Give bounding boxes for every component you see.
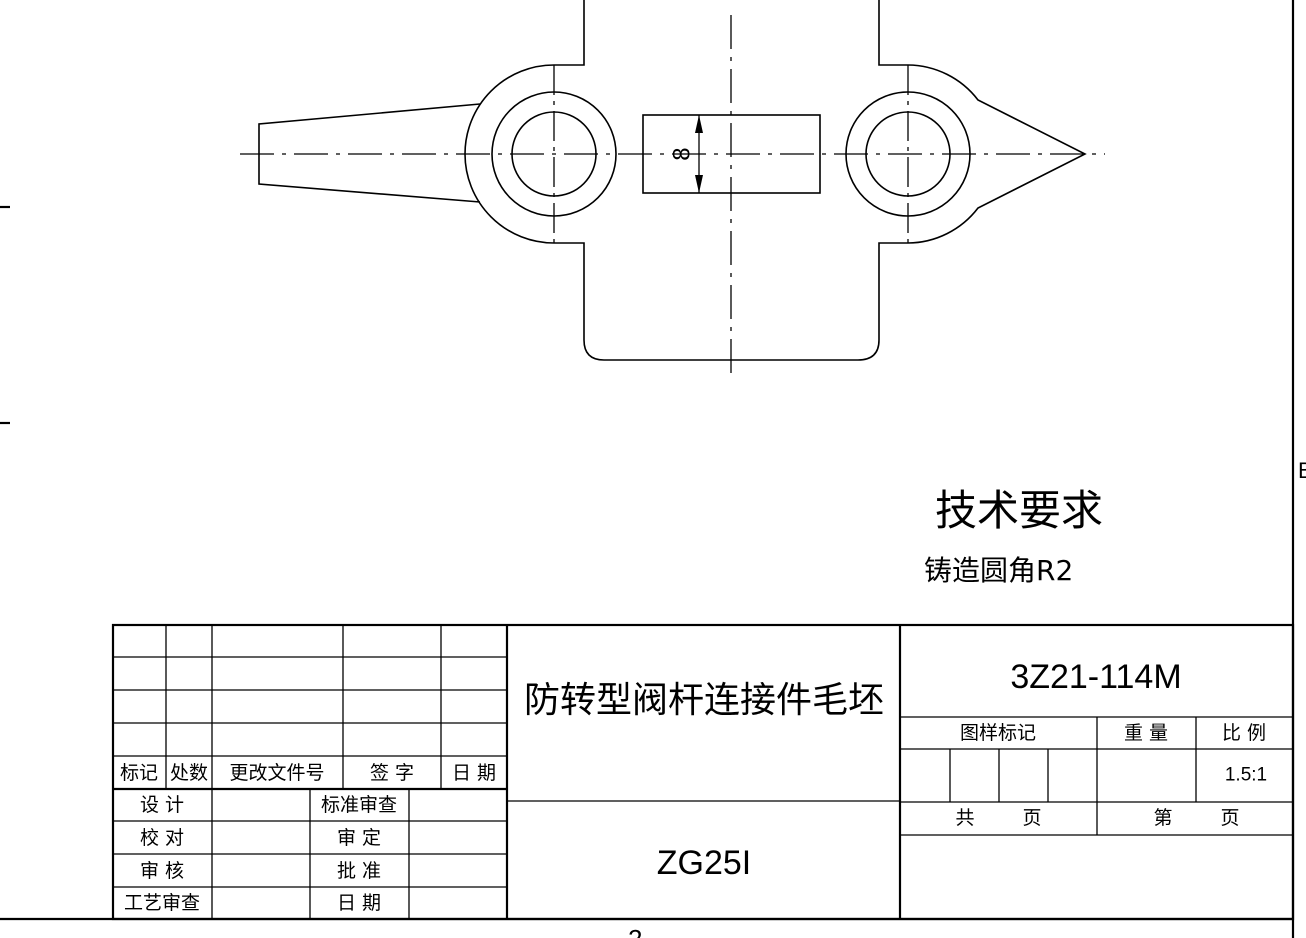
dimension-slot-width: 8	[669, 115, 703, 193]
scale-label: 比 例	[1222, 722, 1266, 744]
page-label: 页	[1220, 807, 1239, 829]
rev-header-sign: 签 字	[370, 762, 414, 784]
title-block	[111, 623, 1295, 921]
signoff-standard: 标准审查	[321, 794, 397, 816]
tech-req-note: 铸造圆角R2	[924, 554, 1073, 587]
centerlines	[240, 15, 1105, 376]
zone-number: 2	[628, 924, 642, 938]
rev-header-mark: 标记	[120, 762, 158, 784]
signoff-approve-def: 审 定	[337, 827, 381, 849]
zone-letter: B	[1298, 458, 1306, 483]
part-outline	[258, 0, 1087, 361]
total-pages-label: 共	[955, 807, 974, 829]
sample-mark-label: 图样标记	[960, 722, 1036, 744]
pages-label: 页	[1022, 807, 1041, 829]
weight-label: 重 量	[1124, 722, 1168, 744]
dimension-text: 8	[669, 147, 696, 160]
rev-header-count: 处数	[170, 762, 208, 784]
scale-value: 1.5:1	[1225, 765, 1267, 786]
tech-req-title: 技术要求	[935, 486, 1103, 535]
page-no-label: 第	[1153, 807, 1172, 829]
rev-header-date: 日 期	[452, 762, 496, 784]
drawing-number: 3Z21-114M	[1010, 658, 1181, 696]
signoff-approve: 批 准	[337, 860, 381, 882]
signoff-check: 校 对	[140, 827, 184, 849]
material: ZG25I	[657, 844, 751, 882]
part-name: 防转型阀杆连接件毛坯	[524, 680, 884, 721]
signoff-process: 工艺审查	[124, 892, 200, 914]
signoff-design: 设 计	[140, 794, 184, 816]
signoff-review: 审 核	[140, 860, 184, 882]
signoff-date: 日 期	[337, 892, 381, 914]
rev-header-doc: 更改文件号	[229, 762, 324, 784]
